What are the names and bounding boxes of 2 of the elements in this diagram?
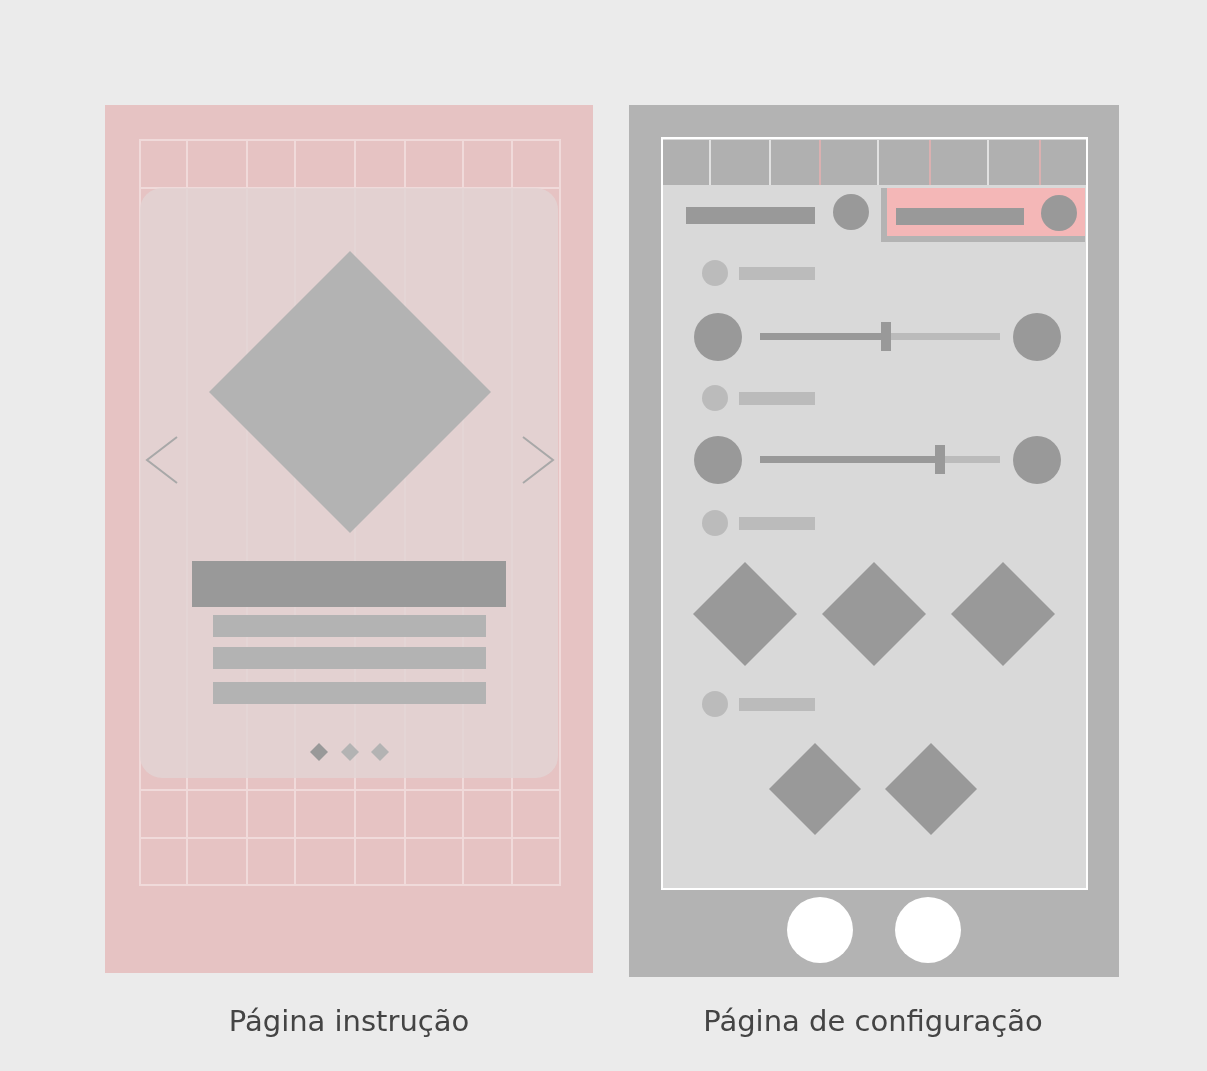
screen-caption: Página de configuração (703, 1004, 1043, 1038)
screen-caption: Página instrução (228, 1004, 470, 1038)
